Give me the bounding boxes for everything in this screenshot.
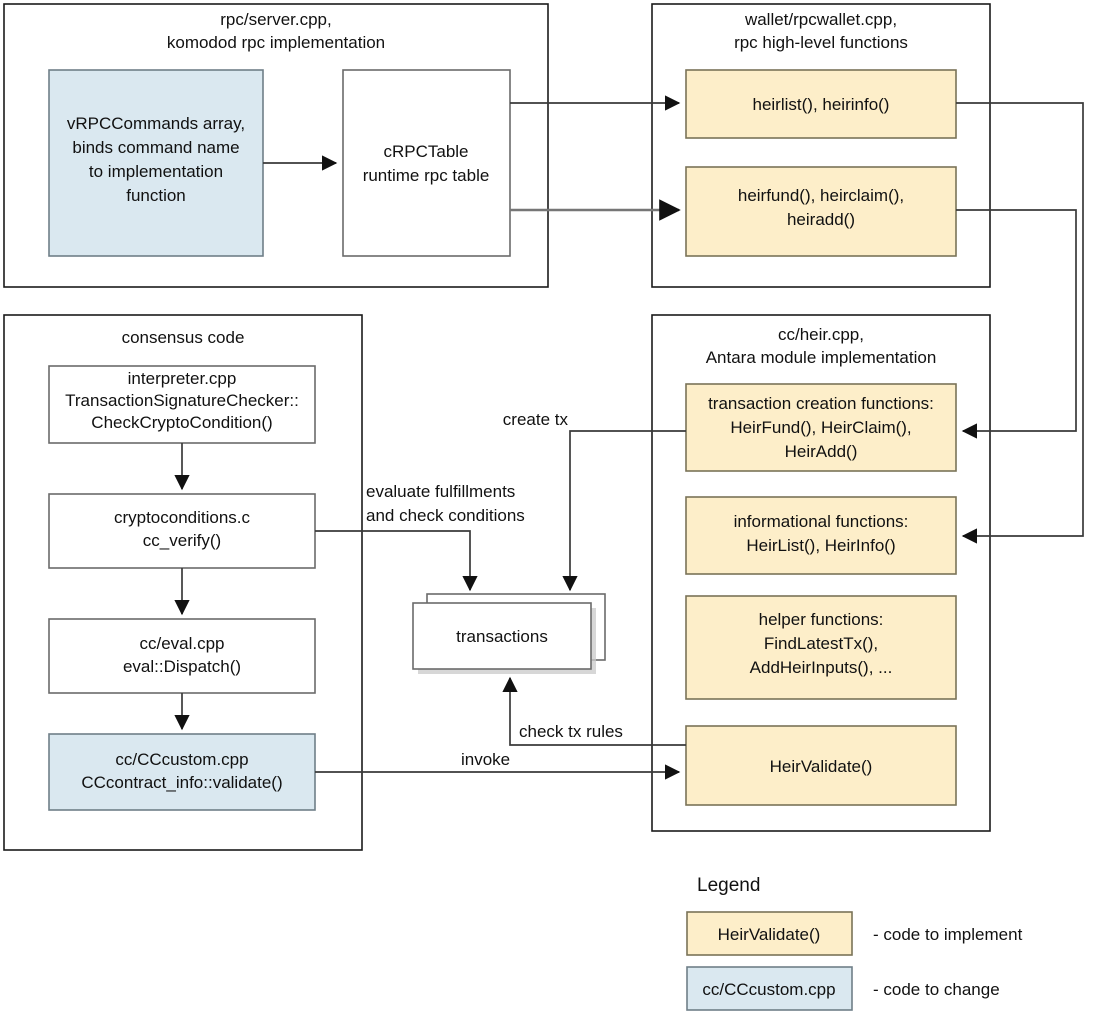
node-cc-eval-box[interactable] (48, 618, 316, 694)
node-cccustom-line1: cc/CCcustom.cpp (115, 750, 248, 769)
transactions-front-card[interactable] (412, 602, 592, 670)
node-tx-creation-line2: HeirFund(), HeirClaim(), (730, 418, 911, 437)
panel-heir-module-border (651, 314, 991, 832)
node-vrpccommands-array-line3: to implementation (89, 162, 223, 181)
node-crpctable-line2: runtime rpc table (363, 166, 490, 185)
edge-check-tx-rules (502, 676, 686, 746)
node-heirvalidate-label: HeirValidate() (770, 757, 873, 776)
node-tx-creation-line3: HeirAdd() (785, 442, 858, 461)
panel-consensus-code-border (3, 314, 363, 851)
node-interpreter-line1: interpreter.cpp (128, 369, 237, 388)
panel-rpcwallet-title-line1: wallet/rpcwallet.cpp, (744, 10, 897, 29)
node-crpctable-box[interactable] (342, 69, 511, 257)
node-cc-eval[interactable]: cc/eval.cpp eval::Dispatch() (48, 618, 316, 694)
node-crpctable[interactable]: cRPCTable runtime rpc table (342, 69, 511, 257)
node-informational-line1: informational functions: (734, 512, 909, 531)
node-heirlist-heirinfo-box[interactable] (685, 69, 957, 139)
node-interpreter-line3: CheckCryptoCondition() (91, 413, 272, 432)
panel-rpcwallet-title-line2: rpc high-level functions (734, 33, 908, 52)
panel-rpc-server: rpc/server.cpp, komodod rpc implementati… (3, 3, 549, 288)
node-helper-functions-box[interactable] (685, 595, 957, 700)
node-vrpccommands-array-line4: function (126, 186, 186, 205)
legend-item-code-to-implement: HeirValidate() - code to implement (686, 911, 1023, 956)
legend-swatch-label-code-to-implement: HeirValidate() (718, 925, 821, 944)
node-vrpccommands-array[interactable]: vRPCCommands array, binds command name t… (48, 69, 264, 257)
node-heirvalidate-box[interactable] (685, 725, 957, 806)
edge-heirfund-to-tx-creation-functions (956, 209, 1077, 439)
node-crpctable-line1: cRPCTable (383, 142, 468, 161)
panel-rpcwallet: wallet/rpcwallet.cpp, rpc high-level fun… (651, 3, 991, 288)
legend-swatch-code-to-change (686, 966, 853, 1011)
node-tx-creation-line1: transaction creation functions: (708, 394, 934, 413)
panel-heir-module: cc/heir.cpp, Antara module implementatio… (651, 314, 991, 832)
node-helper-functions[interactable]: helper functions: FindLatestTx(), AddHei… (685, 595, 957, 700)
node-informational-functions-box[interactable] (685, 496, 957, 575)
node-heirfund-line2: heiradd() (787, 210, 855, 229)
legend-description-code-to-implement: - code to implement (873, 925, 1023, 944)
node-cccustom-line2: CCcontract_info::validate() (81, 773, 282, 792)
node-cc-eval-line2: eval::Dispatch() (123, 657, 241, 676)
legend-swatch-label-code-to-change: cc/CCcustom.cpp (702, 980, 835, 999)
edge-label-check-tx-rules: check tx rules (519, 722, 623, 741)
edge-label-evaluate-line1: evaluate fulfillments (366, 482, 515, 501)
node-informational-line2: HeirList(), HeirInfo() (746, 536, 895, 555)
edge-label-create-tx: create tx (503, 410, 569, 429)
panel-rpcwallet-border (651, 3, 991, 288)
node-helper-line3: AddHeirInputs(), ... (750, 658, 893, 677)
legend: Legend HeirValidate() - code to implemen… (686, 875, 1023, 1011)
legend-description-code-to-change: - code to change (873, 980, 1000, 999)
transactions-label: transactions (456, 627, 548, 646)
legend-swatch-code-to-implement (686, 911, 853, 956)
node-cc-eval-line1: cc/eval.cpp (139, 634, 224, 653)
panel-rpc-server-border (3, 3, 549, 288)
node-heirfund-heirclaim-heiradd[interactable]: heirfund(), heirclaim(), heiradd() (685, 166, 957, 257)
panel-heir-module-title-line1: cc/heir.cpp, (778, 325, 864, 344)
panel-consensus-code: consensus code interpreter.cpp Transacti… (3, 314, 363, 851)
edge-label-evaluate-line2: and check conditions (366, 506, 525, 525)
node-interpreter[interactable]: interpreter.cpp TransactionSignatureChec… (48, 365, 316, 444)
node-vrpccommands-array-box[interactable] (48, 69, 264, 257)
node-interpreter-line2: TransactionSignatureChecker:: (65, 391, 299, 410)
node-interpreter-box[interactable] (48, 365, 316, 444)
node-cryptoconditions-line1: cryptoconditions.c (114, 508, 251, 527)
node-tx-creation-functions[interactable]: transaction creation functions: HeirFund… (685, 383, 957, 472)
legend-title: Legend (697, 875, 760, 896)
panel-consensus-code-title: consensus code (122, 328, 245, 347)
node-transactions-stack[interactable]: transactions (412, 593, 606, 674)
node-heirlist-heirinfo-line1: heirlist(), heirinfo() (753, 95, 890, 114)
node-helper-line1: helper functions: (759, 610, 884, 629)
node-informational-functions[interactable]: informational functions: HeirList(), Hei… (685, 496, 957, 575)
node-heirfund-line1: heirfund(), heirclaim(), (738, 186, 904, 205)
node-tx-creation-functions-box[interactable] (685, 383, 957, 472)
edge-evaluate-fulfillments (315, 530, 478, 592)
panel-rpc-server-title-line1: rpc/server.cpp, (220, 10, 332, 29)
node-cryptoconditions-line2: cc_verify() (143, 531, 221, 550)
node-cryptoconditions[interactable]: cryptoconditions.c cc_verify() (48, 493, 316, 569)
node-cccustom-box[interactable] (48, 733, 316, 811)
node-heirvalidate[interactable]: HeirValidate() (685, 725, 957, 806)
edge-heirlist-to-informational-functions (956, 102, 1084, 544)
edge-create-tx (562, 430, 686, 592)
edge-label-invoke: invoke (461, 750, 510, 769)
node-heirlist-heirinfo[interactable]: heirlist(), heirinfo() (685, 69, 957, 139)
node-cccustom[interactable]: cc/CCcustom.cpp CCcontract_info::validat… (48, 733, 316, 811)
panel-rpc-server-title-line2: komodod rpc implementation (167, 33, 385, 52)
legend-item-code-to-change: cc/CCcustom.cpp - code to change (686, 966, 1000, 1011)
panel-heir-module-title-line2: Antara module implementation (706, 348, 937, 367)
node-heirfund-heirclaim-heiradd-box[interactable] (685, 166, 957, 257)
node-vrpccommands-array-line2: binds command name (72, 138, 239, 157)
node-helper-line2: FindLatestTx(), (764, 634, 878, 653)
node-vrpccommands-array-line1: vRPCCommands array, (67, 114, 245, 133)
